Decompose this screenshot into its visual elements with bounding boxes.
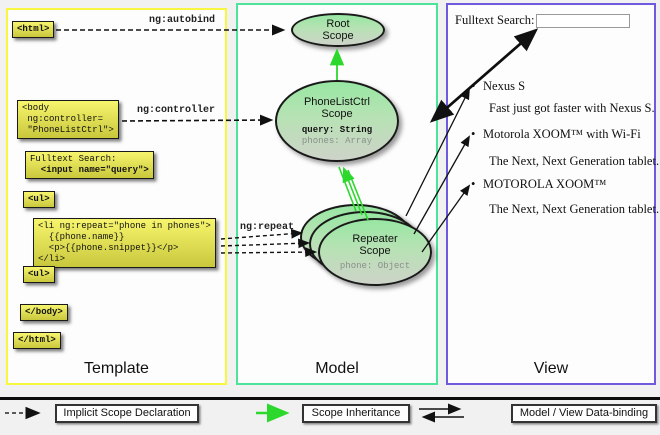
view-panel [446,3,656,385]
code-ul-close: <ul> [23,266,55,283]
code-line: <input name="query"> [30,165,149,175]
model-panel [236,3,438,385]
code-line: </li> [38,254,66,264]
scope-title: Root [326,18,350,30]
bullet-icon: • [471,177,476,191]
scope-title: Scope [322,30,354,42]
product-name-text: Nexus S [483,79,526,93]
view-panel-label: View [533,360,569,377]
code-fulltext-search: Fulltext Search: <input name="query"> [25,151,154,179]
edge-label-controller: ng:controller [136,105,215,116]
code-line: <ul> [28,269,50,279]
legend-data-binding: Model / View Data-binding [511,404,657,423]
code-line: {{phone.name}} [38,232,125,242]
code-html-open: <html> [12,21,55,38]
code-line: <ul> [28,194,50,204]
legend-separator [0,397,660,400]
scope-property: query: String [301,124,373,135]
scope-property: phones: Array [301,135,373,146]
edge-label-repeat: ng:repeat [239,222,294,233]
legend-scope-inheritance: Scope Inheritance [302,404,410,423]
product-name: • Nexus S [471,79,525,94]
scope-title: Scope [321,107,353,120]
code-line: <p>{{phone.snippet}}</p> [38,243,179,253]
code-line: <li ng:repeat="phone in phones"> [38,221,211,231]
scope-property: phone: Object [339,260,411,271]
scope-title: Scope [359,244,391,257]
product-snippet: The Next, Next Generation tablet. [489,154,660,168]
root-scope-ellipse: Root Scope [291,13,385,47]
scope-title: PhoneListCtrl [303,95,371,108]
code-ul-open: <ul> [23,191,55,208]
product-name: • MOTOROLA XOOM™ [471,177,607,192]
bullet-icon: • [471,127,476,141]
code-li-repeat: <li ng:repeat="phone in phones"> {{phone… [33,218,216,268]
bullet-icon: • [471,79,476,93]
product-name: • Motorola XOOM™ with Wi-Fi [471,127,641,142]
code-body-close: </body> [20,304,68,321]
product-name-text: MOTOROLA XOOM™ [483,177,607,191]
repeater-scope-ellipse: Repeater Scope phone: Object [318,218,432,286]
code-line: <html> [17,24,50,34]
code-html-close: </html> [13,332,61,349]
model-panel-label: Model [315,360,359,377]
legend-implicit-scope: Implicit Scope Declaration [55,404,199,423]
code-line: ng:controller= [22,114,104,124]
code-line: <body [22,103,50,113]
code-line: "PhoneListCtrl"> [22,125,114,135]
fulltext-search-input[interactable] [536,14,630,28]
product-snippet: Fast just got faster with Nexus S. [489,101,655,115]
code-line: </body> [25,307,63,317]
edge-label-autobind: ng:autobind [148,15,215,26]
template-panel-label: Template [84,360,149,377]
code-body-open: <body ng:controller= "PhoneListCtrl"> [17,100,119,139]
product-snippet: The Next, Next Generation tablet. [489,202,660,216]
code-line: </html> [18,335,56,345]
phonelistctrl-scope-ellipse: PhoneListCtrl Scope query: String phones… [275,80,399,162]
code-line: Fulltext Search: [30,154,117,164]
fulltext-search-label: Fulltext Search: [455,13,535,27]
scope-title: Repeater [352,232,398,245]
product-name-text: Motorola XOOM™ with Wi-Fi [483,127,641,141]
